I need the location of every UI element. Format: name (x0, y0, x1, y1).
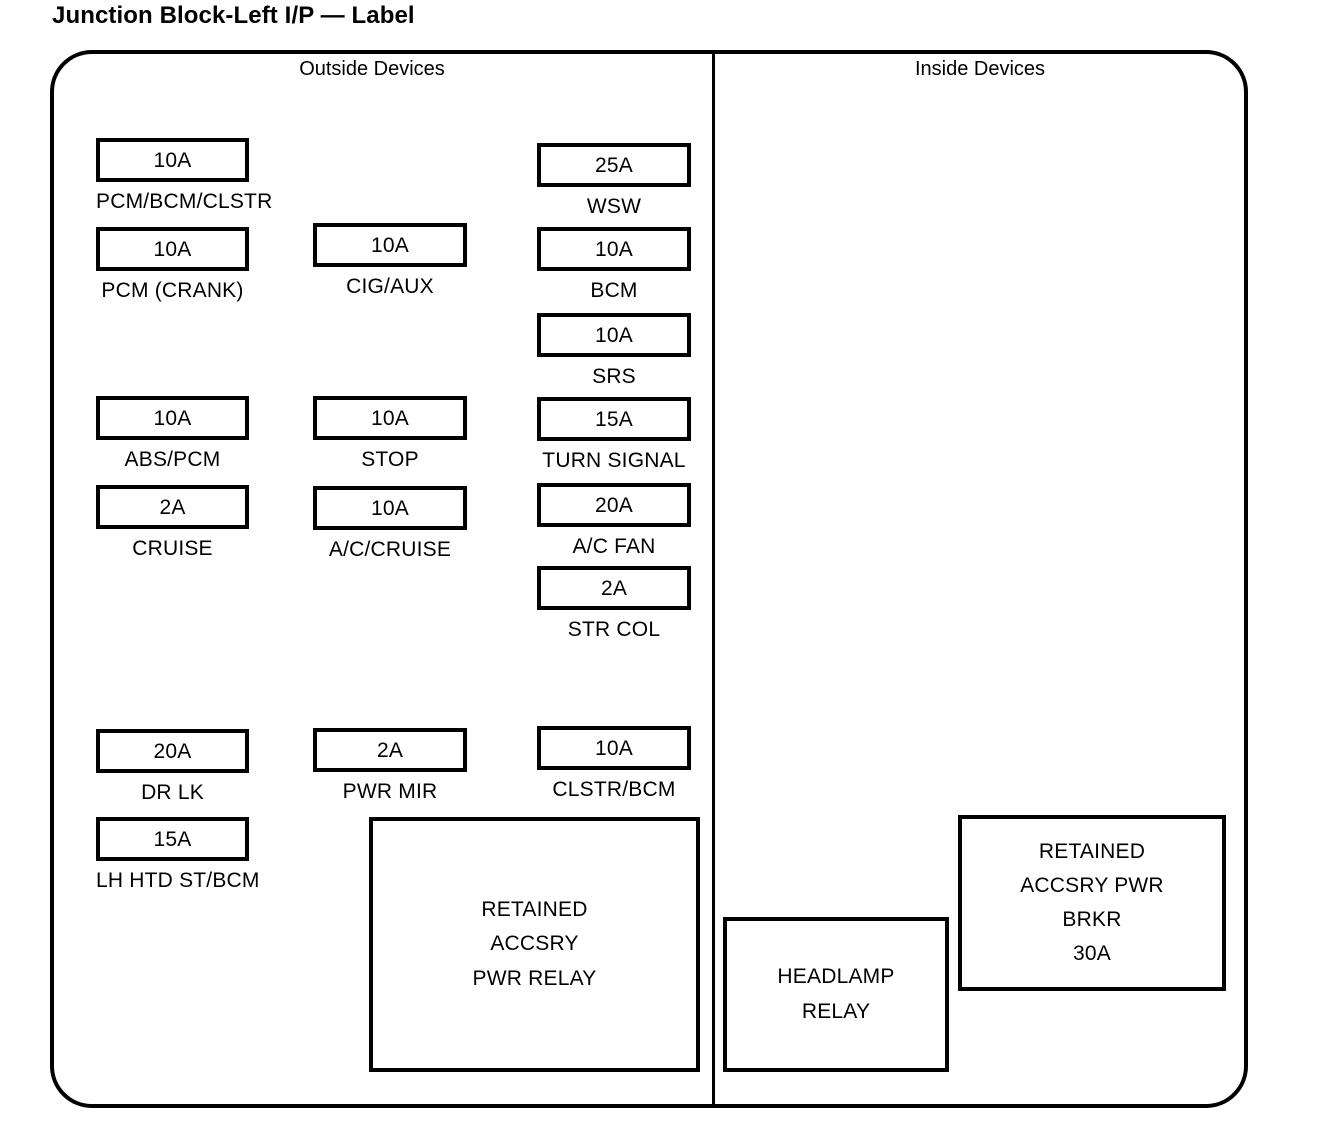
fuse-label: LH HTD ST/BCM (96, 869, 260, 892)
fuse-box: 20A (96, 729, 249, 773)
fuse-rating: 10A (595, 237, 633, 261)
fuse-rating: 20A (595, 493, 633, 517)
fuse-rating: 10A (595, 323, 633, 347)
block-line: RETAINED (1038, 839, 1146, 863)
fuse-rating: 10A (371, 233, 409, 257)
fuse-label: DR LK (141, 781, 204, 804)
fuse-pcm-bcm-clstr[interactable]: 10A PCM/BCM/CLSTR (96, 138, 273, 213)
fuse-label: A/C FAN (572, 535, 656, 558)
block-line: HEADLAMP (777, 965, 895, 989)
fuse-label: BCM (590, 279, 638, 302)
fuse-label: SRS (592, 365, 636, 388)
fuse-stop[interactable]: 10A STOP (313, 396, 467, 470)
section-heading-outside-devices: Outside Devices (299, 58, 445, 80)
fuse-label: TURN SIGNAL (542, 449, 686, 472)
fuse-ac-fan[interactable]: 20A A/C FAN (537, 483, 691, 557)
block-line: RELAY (801, 999, 871, 1023)
fuse-dr-lk[interactable]: 20A DR LK (96, 729, 249, 803)
fuse-box: 10A (313, 486, 467, 530)
fuse-label: A/C/CRUISE (328, 538, 452, 561)
fuse-box: 10A (96, 227, 249, 271)
fuse-rating: 10A (595, 736, 633, 760)
fuse-abs-pcm[interactable]: 10A ABS/PCM (96, 396, 249, 470)
fuse-ac-cruise[interactable]: 10A A/C/CRUISE (313, 486, 467, 560)
block-line: ACCSRY (490, 932, 579, 956)
fuse-clstr-bcm[interactable]: 10A CLSTR/BCM (537, 726, 691, 800)
fuse-cig-aux[interactable]: 10A CIG/AUX (313, 223, 467, 297)
fuse-box: 15A (96, 817, 249, 861)
block-line: ACCSRY PWR (1020, 873, 1164, 897)
fuse-box: 2A (96, 485, 249, 529)
fuse-label: STOP (361, 448, 419, 471)
fuse-rating: 10A (153, 406, 192, 430)
fuse-rating: 10A (153, 237, 192, 261)
fuse-rating: 2A (376, 738, 404, 762)
fuse-box: 10A (96, 138, 249, 182)
fuse-label: CIG/AUX (346, 275, 434, 298)
fuse-box: 2A (537, 566, 691, 610)
fuse-box: 25A (537, 143, 691, 187)
fuse-box: 10A (313, 396, 467, 440)
page-title: Junction Block-Left I/P — Label (52, 2, 415, 29)
fuse-box: 10A (537, 227, 691, 271)
panel-divider (712, 50, 715, 1108)
fuse-lh-htd-st-bcm[interactable]: 15A LH HTD ST/BCM (96, 817, 260, 892)
fuse-pwr-mir[interactable]: 2A PWR MIR (313, 728, 467, 802)
fuse-box: 10A (537, 313, 691, 357)
retained-accsry-pwr-relay-block[interactable]: RETAINED ACCSRY PWR RELAY (369, 817, 700, 1072)
block-line: RETAINED (481, 898, 588, 922)
section-heading-inside-devices: Inside Devices (914, 58, 1046, 80)
fuse-label: PCM (CRANK) (101, 279, 244, 302)
junction-block-panel-outline (50, 50, 1248, 1108)
fuse-label: STR COL (567, 618, 661, 641)
fuse-box: 10A (537, 726, 691, 770)
fuse-rating: 15A (153, 827, 192, 851)
fuse-rating: 2A (600, 576, 628, 600)
block-line: 30A (1073, 942, 1111, 966)
fuse-rating: 15A (595, 407, 633, 431)
fuse-box: 10A (313, 223, 467, 267)
fuse-wsw[interactable]: 25A WSW (537, 143, 691, 217)
fuse-label: PCM/BCM/CLSTR (96, 190, 273, 213)
fuse-turn-signal[interactable]: 15A TURN SIGNAL (537, 397, 691, 471)
fuse-rating: 2A (159, 495, 186, 519)
fuse-rating: 10A (371, 496, 409, 520)
block-line: PWR RELAY (472, 966, 597, 990)
fuse-box: 15A (537, 397, 691, 441)
fuse-label: WSW (586, 195, 642, 218)
fuse-str-col[interactable]: 2A STR COL (537, 566, 691, 640)
fuse-srs[interactable]: 10A SRS (537, 313, 691, 387)
fuse-rating: 20A (153, 739, 192, 763)
fuse-rating: 10A (371, 406, 409, 430)
block-line: BRKR (1062, 908, 1122, 931)
fuse-bcm[interactable]: 10A BCM (537, 227, 691, 301)
retained-accsry-pwr-brkr-block[interactable]: RETAINED ACCSRY PWR BRKR 30A (958, 815, 1226, 991)
fuse-label: PWR MIR (342, 780, 438, 803)
fuse-label: CRUISE (132, 537, 213, 560)
fuse-box: 2A (313, 728, 467, 772)
fuse-label: CLSTR/BCM (552, 778, 676, 801)
fuse-label: ABS/PCM (124, 448, 221, 471)
fuse-box: 20A (537, 483, 691, 527)
fuse-pcm-crank[interactable]: 10A PCM (CRANK) (96, 227, 249, 301)
fuse-box: 10A (96, 396, 249, 440)
fuse-rating: 10A (153, 148, 192, 172)
fuse-rating: 25A (595, 153, 633, 177)
headlamp-relay-block[interactable]: HEADLAMP RELAY (723, 917, 949, 1072)
fuse-cruise[interactable]: 2A CRUISE (96, 485, 249, 559)
